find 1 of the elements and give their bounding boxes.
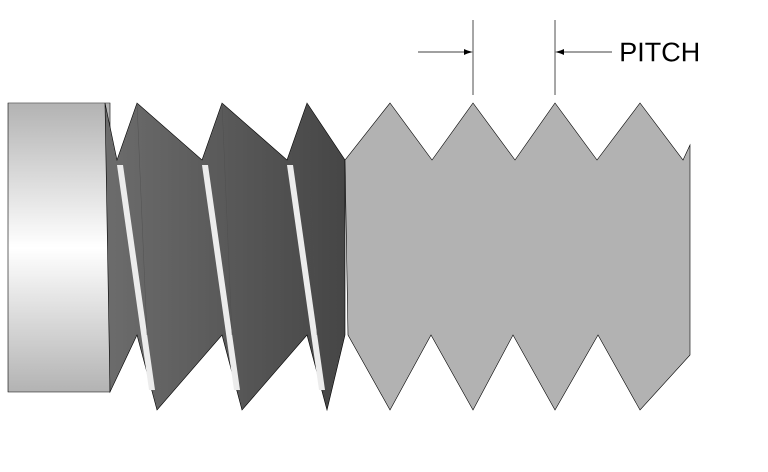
dimension-label: PITCH bbox=[621, 42, 698, 62]
